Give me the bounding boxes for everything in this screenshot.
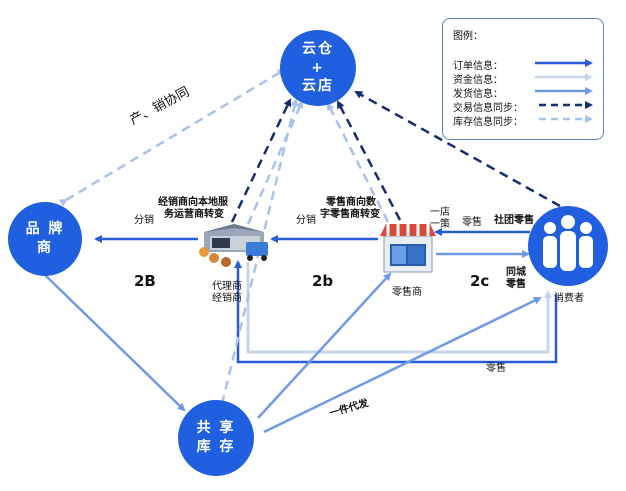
distribution-mid-label: 分销 (296, 215, 316, 226)
one-store-label-1: 一店 (430, 207, 450, 218)
agent-caption-2: 经销商 (212, 293, 242, 304)
cloud-node: 云仓 + 云店 (280, 30, 356, 106)
retail-digital-label-2: 字零售商转变 (320, 209, 380, 220)
ship-shared-to-retailer (257, 272, 392, 419)
ship-brand-to-shared (43, 273, 186, 412)
legend-label-order: 订单信息： (453, 61, 503, 72)
shared-node-line1: 共 享 (196, 420, 236, 437)
stock-sync-agent-cloud (246, 100, 304, 225)
segment-2b-lower-label: 2b (312, 272, 334, 290)
retail-top-label: 零售 (462, 217, 482, 228)
retail-digital-label-1: 零售商向数 (326, 197, 376, 208)
legend-label-trade: 交易信息同步： (453, 103, 523, 114)
segment-2c-label: 2c (470, 272, 490, 290)
agent-service-label-1: 经销商向本地服 (158, 197, 228, 208)
cloud-node-line1: 云仓 (302, 40, 334, 57)
agent-service-label-2: 务运营商转变 (164, 209, 224, 220)
legend-label-funds: 资金信息： (453, 75, 503, 86)
retailer-store-icon (380, 224, 436, 273)
ship-shared-to-consumer (263, 296, 542, 434)
one-store-label-2: 一策 (430, 219, 450, 230)
legend-swatches (535, 59, 593, 123)
brand-node-line2: 商 (37, 240, 53, 256)
legend-title: 图例： (453, 31, 483, 42)
agent-caption-1: 代理商 (212, 281, 242, 292)
same-city-label-1: 同城 (506, 267, 526, 278)
consumer-caption: 消费者 (554, 293, 584, 304)
funds-loop (246, 262, 552, 354)
cloud-node-line3: 云店 (302, 78, 334, 95)
brand-node: 品 牌 商 (8, 202, 82, 276)
order-loop (234, 260, 558, 364)
cloud-node-line2: + (311, 59, 325, 76)
brand-node-line1: 品 牌 (25, 221, 65, 238)
trade-sync-retailer-cloud (336, 100, 402, 221)
same-city-label-2: 零售 (506, 279, 526, 290)
retailer-caption: 零售商 (392, 287, 422, 298)
agent-warehouse-icon (199, 224, 268, 267)
trade-sync-consumer-cloud (354, 90, 561, 208)
shared-stock-node: 共 享 库 存 (178, 400, 254, 476)
stock-sync-brand-cloud (58, 68, 286, 207)
distribution-left-label: 分销 (134, 215, 154, 226)
retail-bottom-label: 零售 (486, 363, 506, 374)
consumer-icon (528, 206, 608, 286)
legend-label-shipping: 发货信息： (453, 89, 503, 100)
trade-sync-agent-cloud (230, 98, 292, 223)
stock-sync-retailer-cloud (326, 102, 390, 223)
community-retail-label: 社团零售 (494, 215, 534, 226)
shared-node-line2: 库 存 (196, 439, 236, 455)
segment-2b-label: 2B (134, 272, 156, 290)
legend-label-stock: 库存信息同步： (453, 117, 523, 128)
legend-box: 图例： 订单信息： 资金信息： 发货信息： 交易信息同步： 库存信息同步： (442, 18, 604, 140)
